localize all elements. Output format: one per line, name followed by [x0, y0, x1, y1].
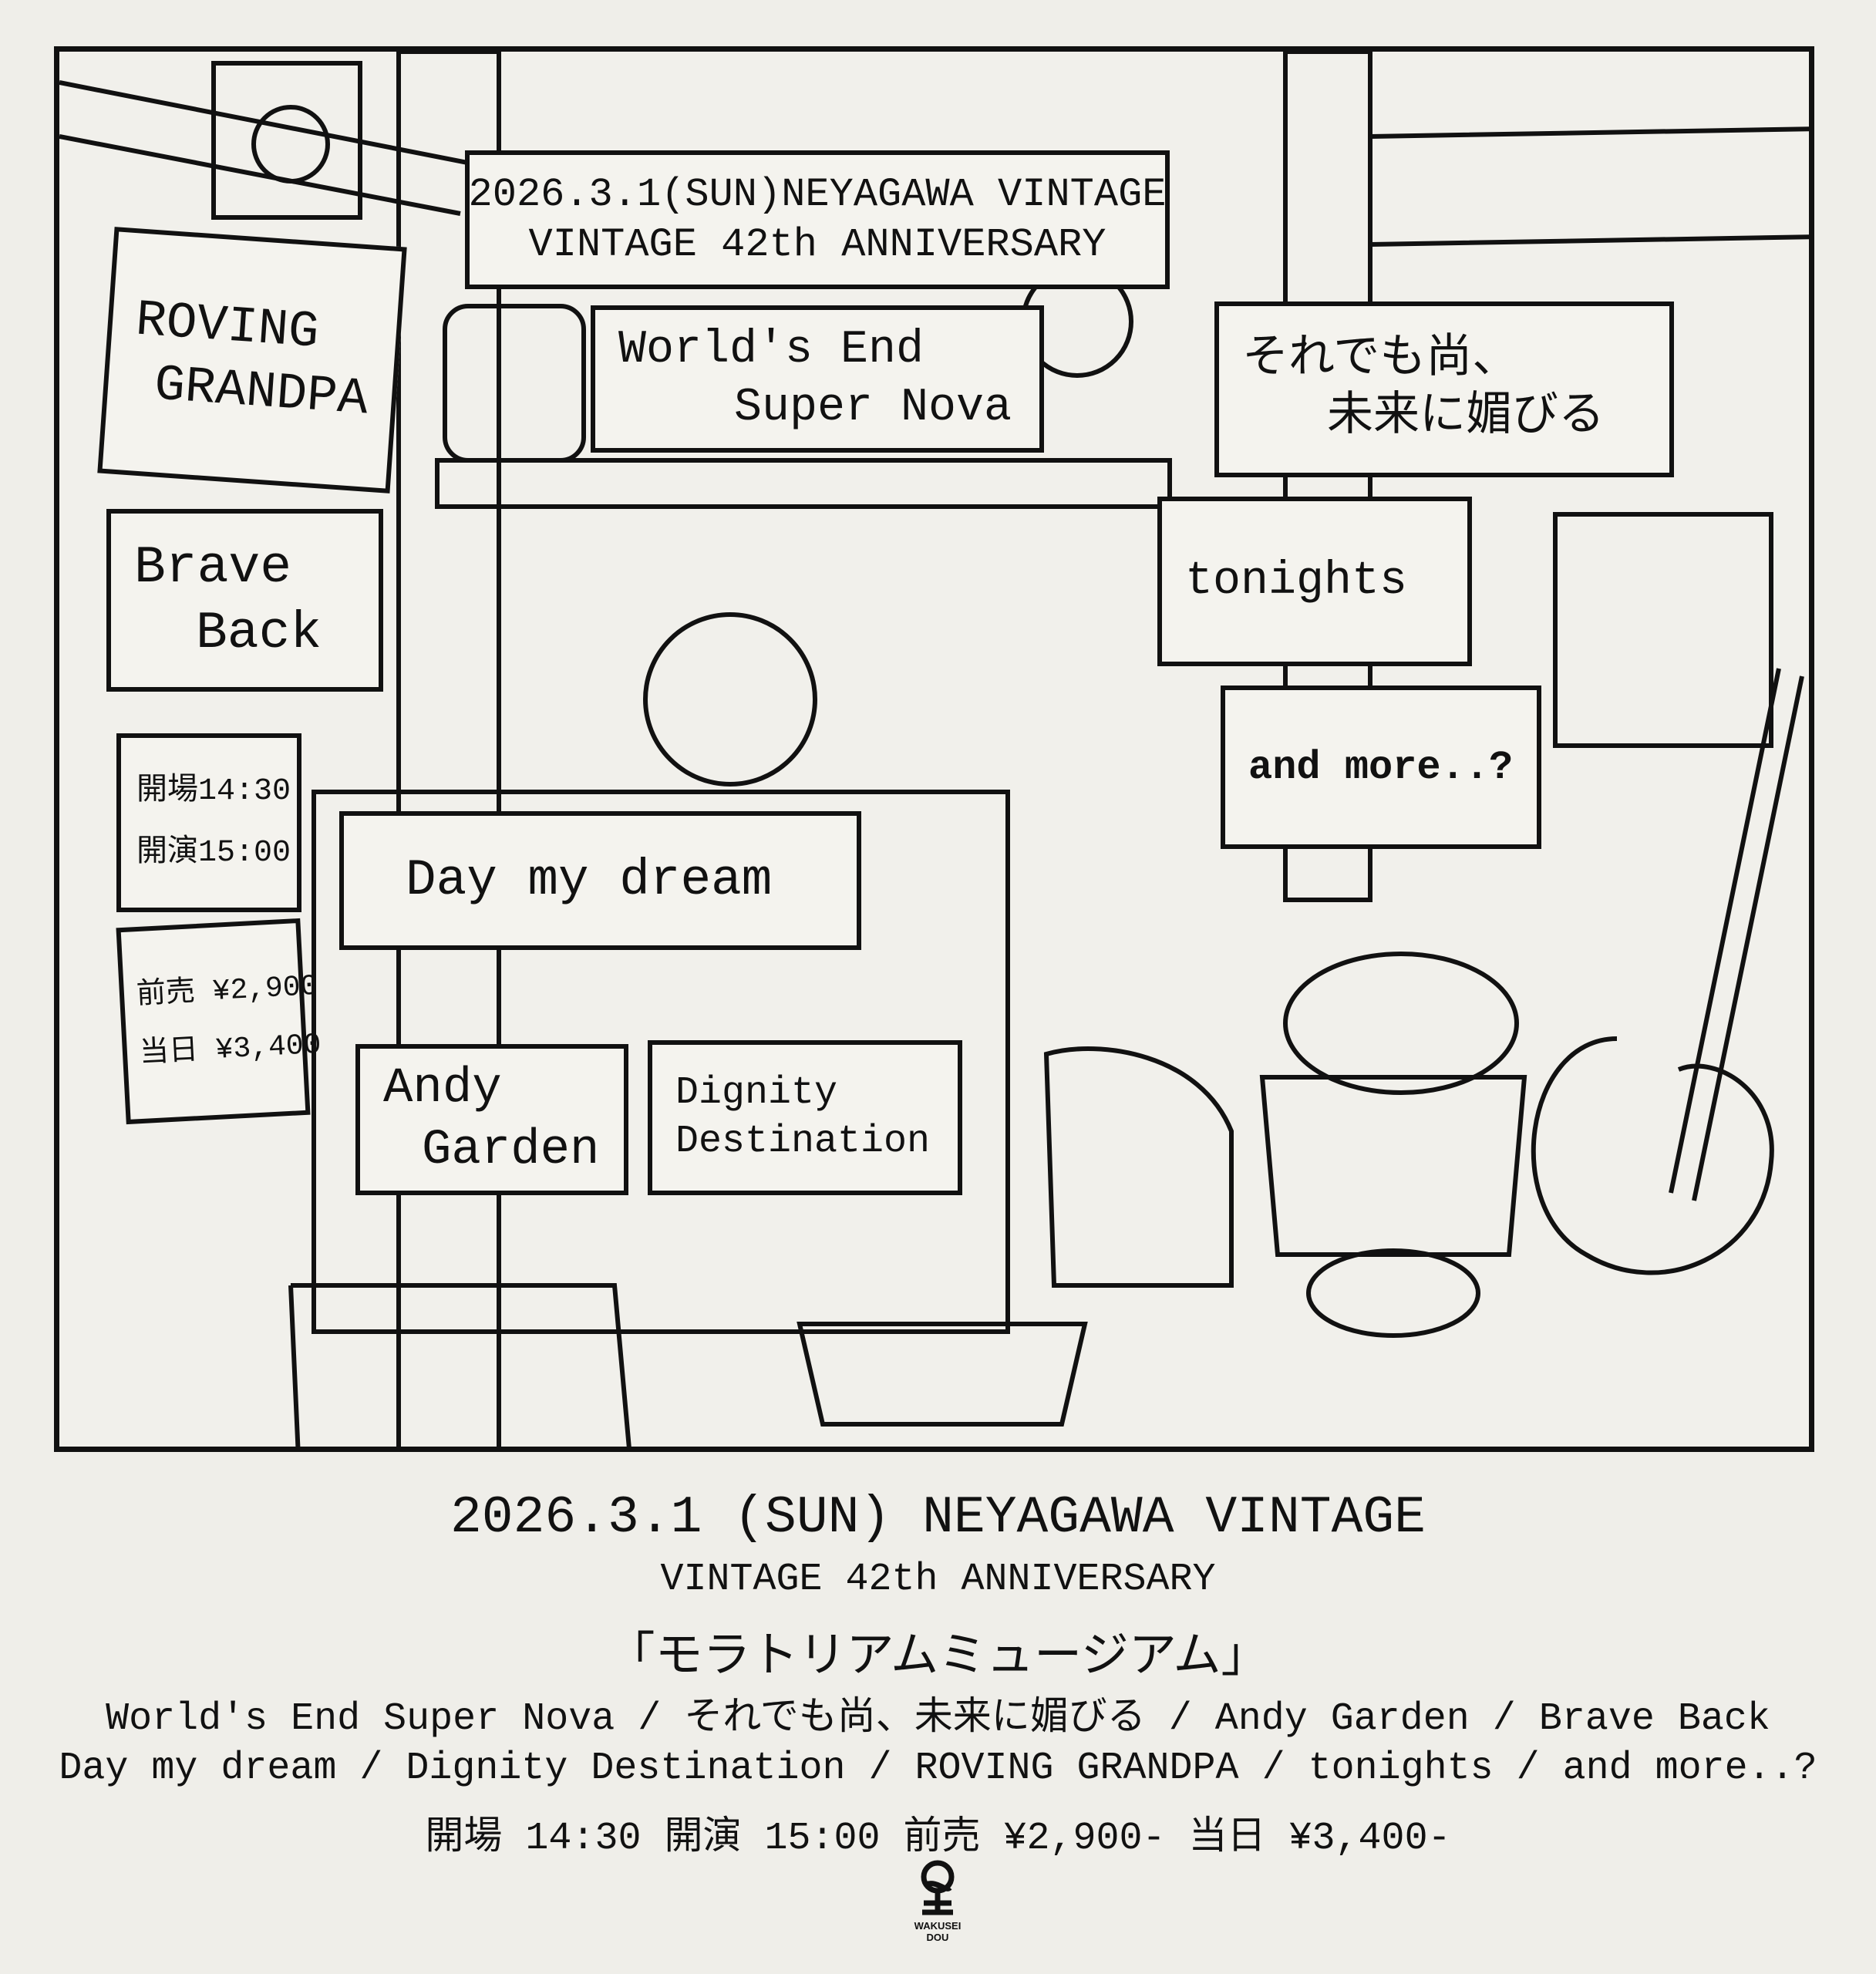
sign-soredemo: それでも尚、 未来に媚びる	[1214, 301, 1674, 477]
shelf	[435, 458, 1172, 509]
wood-beam-right	[1369, 126, 1809, 247]
sign-text: 2026.3.1(SUN)NEYAGAWA VINTAGE	[468, 172, 1167, 217]
sign-text: Garden	[422, 1123, 600, 1178]
sign-event-header: 2026.3.1(SUN)NEYAGAWA VINTAGE VINTAGE 42…	[465, 150, 1170, 289]
event-anniversary: VINTAGE 42th ANNIVERSARY	[660, 1558, 1216, 1602]
sign-roving-grandpa: ROVING GRANDPA	[97, 227, 407, 494]
oven	[1043, 1046, 1234, 1288]
lineup-line-2: Day my dream / Dignity Destination / ROV…	[59, 1747, 1817, 1790]
sign-times: 開場14:30 開演15:00	[116, 733, 301, 912]
girl-head	[643, 612, 817, 787]
sign-dignity-destination: Dignity Destination	[648, 1040, 962, 1195]
sign-text: Day my dream	[406, 851, 773, 909]
sign-and-more: and more..?	[1221, 686, 1541, 849]
sign-text: tonights	[1185, 554, 1408, 608]
event-title: 「モラトリアムミュージアム」	[607, 1631, 1269, 1686]
wakusei-dou-logo: WAKUSEI DOU	[907, 1858, 968, 1943]
wood-pillar-left	[396, 52, 501, 1447]
sign-day-my-dream: Day my dream	[339, 811, 861, 950]
basket-right	[1259, 1075, 1527, 1257]
candy-jar	[443, 304, 586, 463]
times-prices: 開場 14:30 開演 15:00 前売 ¥2,900- 当日 ¥3,400-	[425, 1817, 1451, 1861]
lineup-line-1: World's End Super Nova / それでも尚、未来に媚びる / …	[106, 1697, 1770, 1741]
sign-text: Dignity	[675, 1071, 838, 1115]
sign-text: and more..?	[1248, 744, 1514, 790]
creatures-pile	[1283, 952, 1519, 1095]
basket-center	[797, 1322, 1088, 1427]
sign-text: それでも尚、	[1242, 334, 1519, 386]
sign-brave-back: Brave Back	[106, 509, 383, 692]
sign-andy-garden: Andy Garden	[355, 1044, 628, 1195]
sign-tonights: tonights	[1157, 497, 1472, 666]
sign-text: Brave	[134, 537, 292, 598]
sign-text: Andy	[383, 1061, 502, 1117]
guitar-body	[1531, 1036, 1774, 1275]
logo-text: WAKUSEI DOU	[914, 1920, 962, 1943]
roof-beam	[59, 80, 492, 216]
event-date-venue: 2026.3.1 (SUN) NEYAGAWA VINTAGE	[450, 1488, 1426, 1548]
illustration-frame: 2026.3.1(SUN)NEYAGAWA VINTAGE VINTAGE 42…	[54, 46, 1814, 1452]
sign-worlds-end-super-nova: World's End Super Nova	[591, 305, 1044, 453]
sign-text: 前売 ¥2,900	[135, 969, 319, 1012]
sign-text: 当日 ¥3,400	[138, 1028, 322, 1071]
sign-text: VINTAGE 42th ANNIVERSARY	[528, 222, 1106, 268]
sign-text: 開場14:30	[136, 774, 291, 809]
rabbit	[1306, 1248, 1480, 1338]
display-cabinet	[312, 790, 1010, 1334]
sign-text: Destination	[675, 1119, 931, 1164]
guitar-neck	[1669, 668, 1804, 1201]
sign-prices: 前売 ¥2,900 当日 ¥3,400	[116, 918, 322, 1125]
sign-text: World's End	[618, 323, 925, 376]
planet-logo-icon	[921, 1860, 955, 1915]
sign-text: 未来に媚びる	[1327, 392, 1605, 444]
sign-text: Super Nova	[734, 381, 1012, 434]
cuckoo-clock	[211, 61, 362, 220]
sign-text: Back	[196, 603, 322, 663]
bag-left	[288, 1283, 632, 1447]
clock-face	[251, 105, 330, 184]
sign-text: 開演15:00	[136, 836, 291, 871]
candy-board	[1553, 512, 1773, 748]
